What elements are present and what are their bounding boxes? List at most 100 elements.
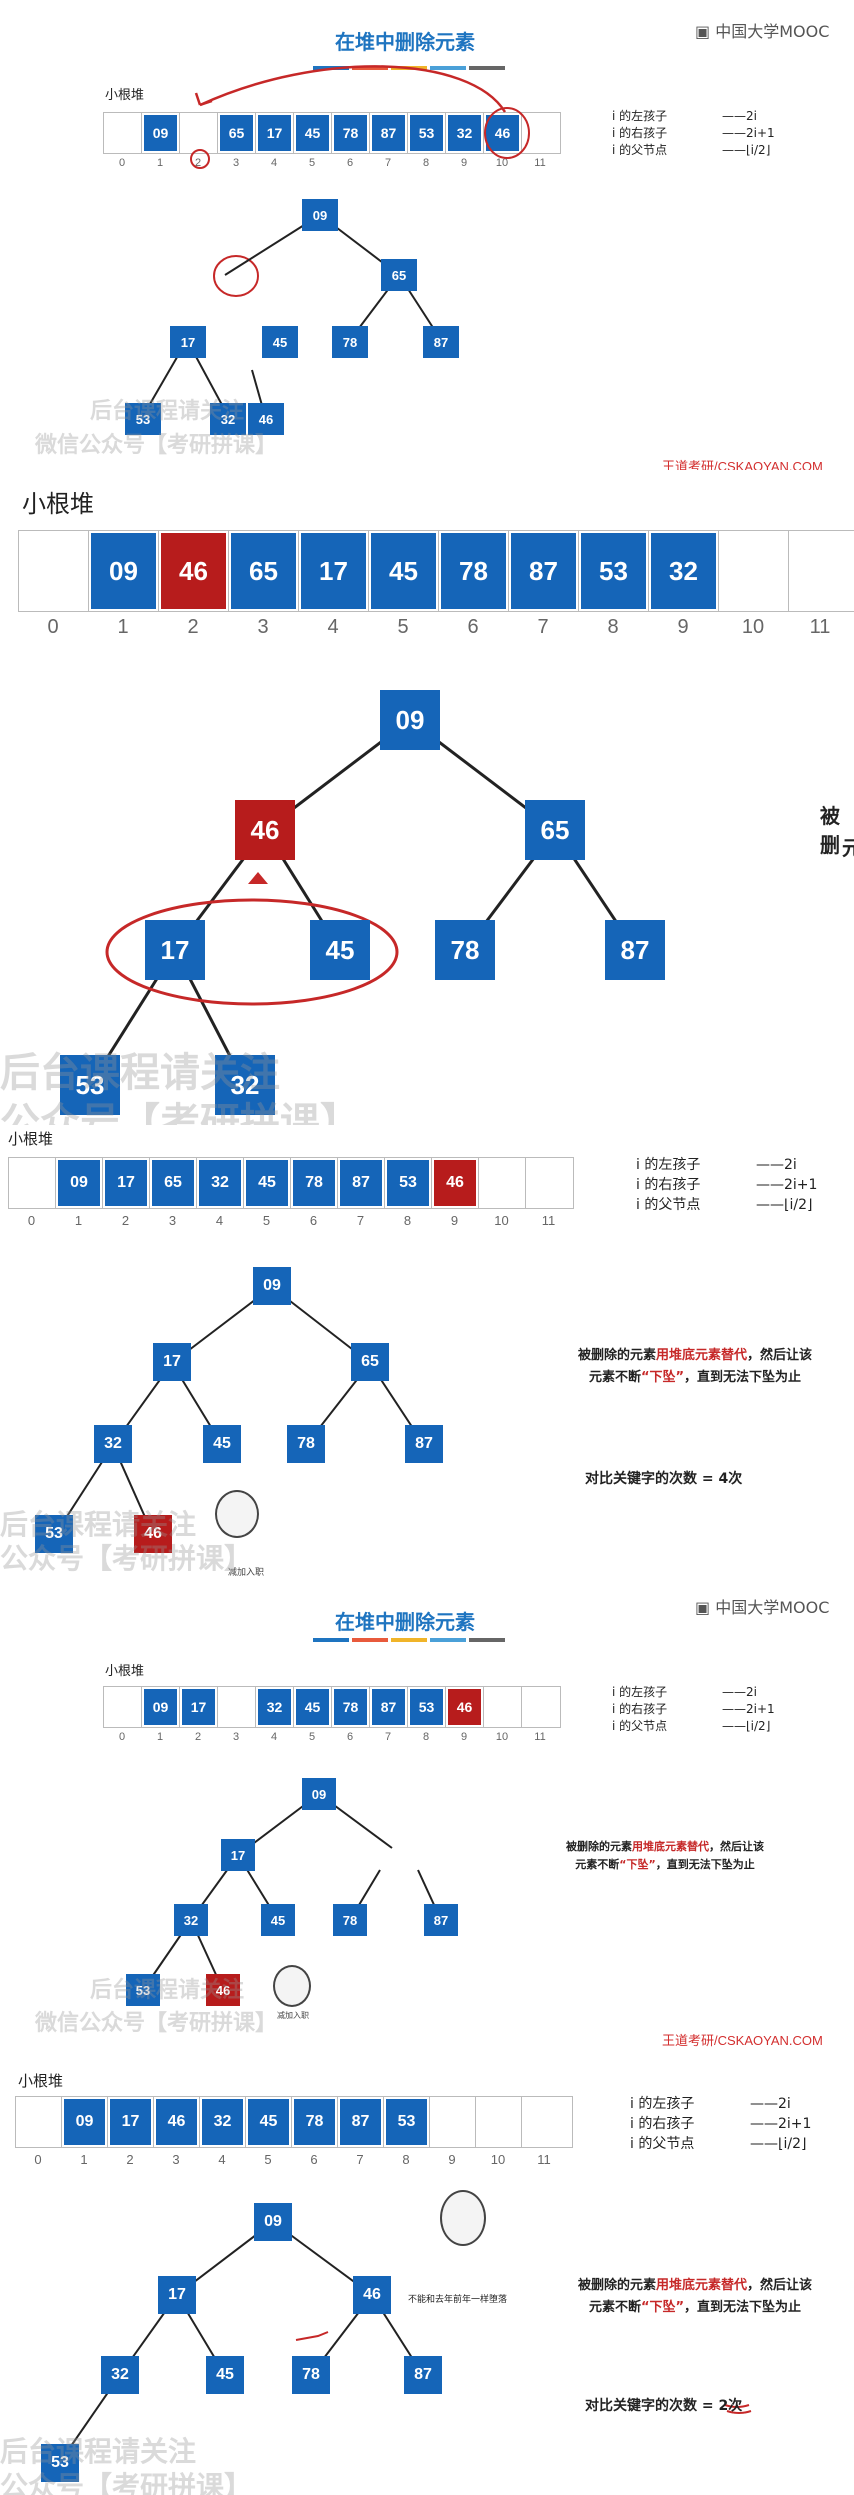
- array-index: 5: [308, 157, 316, 169]
- side-note-cut: 元: [842, 838, 854, 860]
- array-cell: 45: [246, 2097, 292, 2147]
- array-index: 3: [232, 157, 240, 169]
- meme-face-icon: [273, 1965, 311, 2007]
- array-index: 8: [422, 1731, 430, 1743]
- tree-node: 45: [203, 1425, 241, 1463]
- heap-array: 09 46 65 17 45 78 87 53 32: [18, 530, 854, 612]
- array-cell: 78: [332, 1687, 370, 1727]
- array-index: 8: [402, 2152, 410, 2167]
- array-cell: [104, 113, 142, 153]
- array-index: 1: [156, 157, 164, 169]
- tree-node: 32: [174, 1904, 208, 1936]
- array-cell: 32: [446, 113, 484, 153]
- array-index: 10: [495, 157, 509, 169]
- heap-label: 小根堆: [8, 1131, 54, 1148]
- tree-node: 46: [134, 1515, 172, 1553]
- watermark: 后台课程请关注: [0, 2435, 197, 2468]
- array-cell: 09: [56, 1158, 103, 1208]
- watermark: 后台课程请关注: [90, 399, 245, 424]
- watermark: 后台课程请关注: [0, 1508, 197, 1541]
- watermark: 后台课程请关注: [0, 1050, 280, 1096]
- tree-node: 17: [145, 920, 205, 980]
- array-index: 4: [218, 2152, 226, 2167]
- array-cell: [430, 2097, 476, 2147]
- tree-node: 17: [170, 326, 206, 358]
- array-index: 11: [537, 2152, 551, 2167]
- array-index: 2: [194, 1731, 202, 1743]
- tree-node: 09: [253, 1267, 291, 1305]
- array-index: 8: [422, 157, 430, 169]
- logo-icon: ▣: [695, 22, 711, 41]
- tree-node: 45: [310, 920, 370, 980]
- array-index: 10: [495, 1731, 509, 1743]
- meme-face-icon: [215, 1490, 259, 1538]
- slide-4: 在堆中删除元素 ▣ 中国大学MOOC 小根堆 09 17 32 45 78 87…: [0, 1580, 854, 2070]
- index-rules: i 的左孩子——2i i 的右孩子——2i+1 i 的父节点——⌊i/2⌋: [636, 1157, 818, 1213]
- array-index: 6: [310, 2152, 318, 2167]
- array-index: 2: [194, 157, 202, 169]
- array-index: 2: [126, 2152, 134, 2167]
- array-index: 3: [168, 1213, 177, 1228]
- index-rules: i 的左孩子——2i i 的右孩子——2i+1 i 的父节点——⌊i/2⌋: [630, 2096, 812, 2152]
- array-index: 11: [534, 157, 546, 169]
- array-cell: 46: [446, 1687, 484, 1727]
- slide-1: 在堆中删除元素 ▣ 中国大学MOOC 小根堆 09 65 17 45 78 87…: [0, 0, 854, 470]
- tree-node: 53: [41, 2444, 79, 2482]
- logo-icon: ▣: [695, 1598, 711, 1617]
- explanation-note: 被删除的元素用堆底元素替代，然后让该 元素不断“下坠”，直到无法下坠为止: [577, 2278, 813, 2315]
- tree-node: 46: [353, 2276, 391, 2314]
- array-cell: 46: [484, 113, 522, 153]
- array-index: 7: [356, 1213, 365, 1228]
- array-index: 1: [80, 2152, 88, 2167]
- tree-node: 09: [302, 1778, 336, 1810]
- tree-node: 53: [35, 1515, 73, 1553]
- array-cell: [19, 531, 89, 611]
- tree-node: 53: [125, 403, 161, 435]
- tree-node: 78: [333, 1904, 367, 1936]
- array-cell: 87: [370, 113, 408, 153]
- tree-node: 87: [424, 1904, 458, 1936]
- array-cell: 78: [332, 113, 370, 153]
- array-index: 1: [156, 1731, 164, 1743]
- array-index: 11: [541, 1213, 556, 1228]
- watermark: 公众号【考研拼课】: [0, 1100, 360, 1125]
- array-cell: 53: [385, 1158, 432, 1208]
- brand-footer: 王道考研/CSKAOYAN.COM: [662, 459, 823, 470]
- mooc-logo: ▣ 中国大学MOOC: [695, 22, 830, 41]
- array-index: 11: [534, 1731, 546, 1743]
- array-indices: 0 1 2 3 4 5 6 7 8 9 10 11: [18, 616, 852, 639]
- array-cell: 87: [338, 1158, 385, 1208]
- array-cell: 17: [108, 2097, 154, 2147]
- array-indices: 0 1 2 3 4 5 6 7 8 9 10 11: [103, 1731, 559, 1743]
- tree-node: 32: [94, 1425, 132, 1463]
- array-index: 7: [384, 1731, 392, 1743]
- array-index: 3: [232, 1731, 240, 1743]
- array-cell: 78: [291, 1158, 338, 1208]
- array-cell: [218, 1687, 256, 1727]
- array-cell: [9, 1158, 56, 1208]
- array-index: 7: [537, 616, 549, 638]
- array-index: 9: [460, 157, 468, 169]
- array-cell: [180, 113, 218, 153]
- array-index: 6: [467, 616, 479, 638]
- array-index: 4: [215, 1213, 224, 1228]
- meme-caption: 减加入职: [228, 1567, 265, 1577]
- tree-node: 46: [206, 1974, 240, 2006]
- array-index: 1: [74, 1213, 83, 1228]
- array-cell: 87: [509, 531, 579, 611]
- array-cell: 53: [384, 2097, 430, 2147]
- array-cell: 45: [244, 1158, 291, 1208]
- meme-face-icon: [440, 2190, 486, 2246]
- heap-array: 09 17 65 32 45 78 87 53 46: [8, 1157, 574, 1209]
- title-color-bars: [313, 1638, 505, 1642]
- heap-label: 小根堆: [105, 87, 145, 102]
- array-cell: 53: [408, 1687, 446, 1727]
- mooc-logo: ▣ 中国大学MOOC: [695, 1598, 830, 1617]
- array-cell: [16, 2097, 62, 2147]
- array-index: 1: [117, 616, 129, 638]
- tree-node: 45: [261, 1904, 295, 1936]
- array-cell: 78: [292, 2097, 338, 2147]
- array-index: 0: [47, 616, 59, 638]
- array-index: 9: [460, 1731, 468, 1743]
- array-index: 10: [741, 616, 765, 638]
